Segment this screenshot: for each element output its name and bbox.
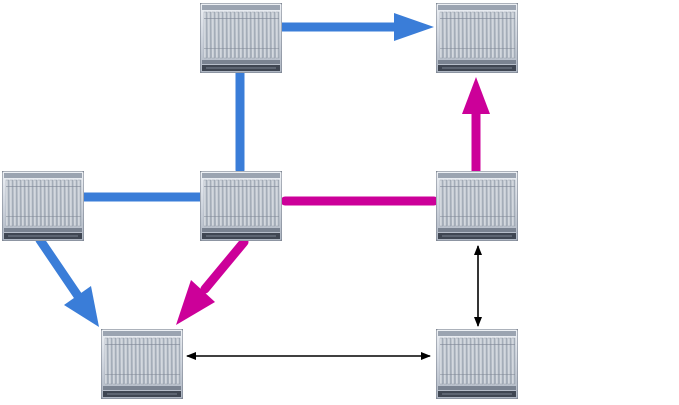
node-center bbox=[200, 171, 282, 241]
network-chassis-icon bbox=[2, 171, 84, 241]
blue-arrowhead-bottom-left bbox=[64, 286, 99, 327]
blue-arrowhead-top-right bbox=[394, 13, 434, 41]
network-chassis-icon bbox=[101, 329, 183, 399]
network-chassis-icon bbox=[436, 3, 518, 73]
node-mid-right bbox=[436, 171, 518, 241]
node-mid-left bbox=[2, 171, 84, 241]
magenta-segment-down-left bbox=[205, 242, 244, 289]
node-bottom-left bbox=[101, 329, 183, 399]
blue-segment-down-left bbox=[40, 240, 78, 296]
magenta-arrowhead-top-right bbox=[462, 77, 490, 114]
network-chassis-icon bbox=[436, 171, 518, 241]
network-chassis-icon bbox=[200, 3, 282, 73]
node-top-middle bbox=[200, 3, 282, 73]
network-chassis-icon bbox=[200, 171, 282, 241]
network-chassis-icon bbox=[436, 329, 518, 399]
node-top-right bbox=[436, 3, 518, 73]
node-bottom-right bbox=[436, 329, 518, 399]
